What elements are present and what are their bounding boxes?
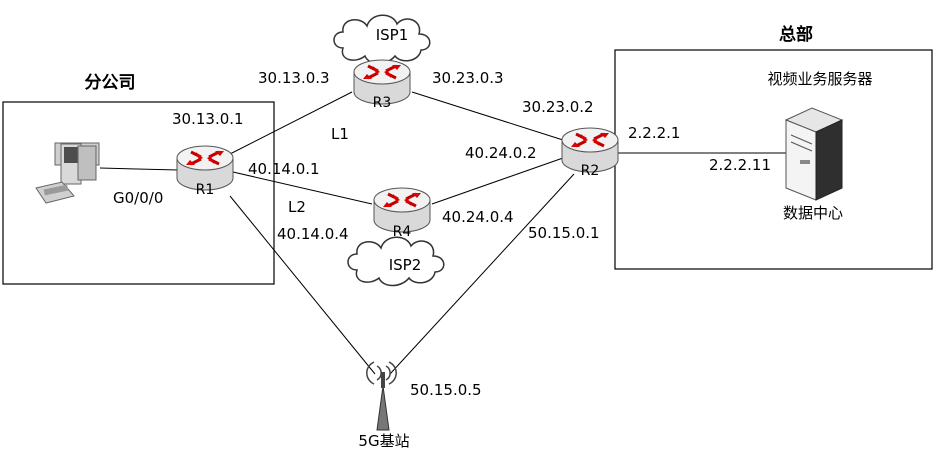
ip-bs: 50.15.0.5: [410, 381, 482, 399]
ip-server: 2.2.2.11: [709, 156, 771, 174]
ip-r1-g000: G0/0/0: [113, 189, 163, 207]
ip-r2-r3: 30.23.0.2: [522, 98, 594, 116]
link-l1-label: L1: [331, 125, 349, 143]
pc-icon: [35, 142, 100, 204]
branch-zone-box: [2, 101, 275, 285]
server-icon: [784, 107, 844, 201]
hq-title: 总部: [779, 24, 813, 45]
router-r2-label: R2: [581, 163, 600, 179]
isp1-label: ISP1: [376, 26, 409, 44]
isp2-label: ISP2: [389, 256, 422, 274]
link-pc-r1: [99, 167, 179, 171]
ip-r1-isp1: 30.13.0.1: [172, 110, 244, 128]
ip-r1-5g: 40.14.0.4: [277, 225, 349, 243]
link-r4-r2: [431, 157, 564, 205]
ip-r2-dc: 2.2.2.1: [628, 124, 680, 142]
ip-r2-5g: 50.15.0.1: [528, 224, 600, 242]
link-r1-r3: [227, 91, 353, 156]
ip-r2-r4: 40.24.0.2: [465, 144, 537, 162]
link-r1-5g: [229, 195, 376, 375]
link-r3-r2: [411, 91, 564, 141]
ip-r4-r2: 40.24.0.4: [442, 208, 514, 226]
server-title: 视频业务服务器: [767, 70, 872, 88]
ip-r3-r2: 30.23.0.3: [432, 69, 504, 87]
ip-r3-r1: 30.13.0.3: [258, 69, 330, 87]
link-l2-label: L2: [288, 198, 306, 216]
base-station-icon: [366, 361, 397, 431]
router-r4-label: R4: [393, 224, 412, 240]
router-r1-label: R1: [196, 182, 215, 198]
link-r2-5g: [389, 173, 575, 375]
branch-title: 分公司: [85, 73, 136, 93]
ip-r1-isp2: 40.14.0.1: [248, 160, 320, 178]
base-station-label: 5G基站: [358, 432, 409, 450]
router-r3-label: R3: [373, 95, 392, 111]
link-r1-r4: [232, 171, 373, 205]
dc-label: 数据中心: [783, 204, 843, 222]
